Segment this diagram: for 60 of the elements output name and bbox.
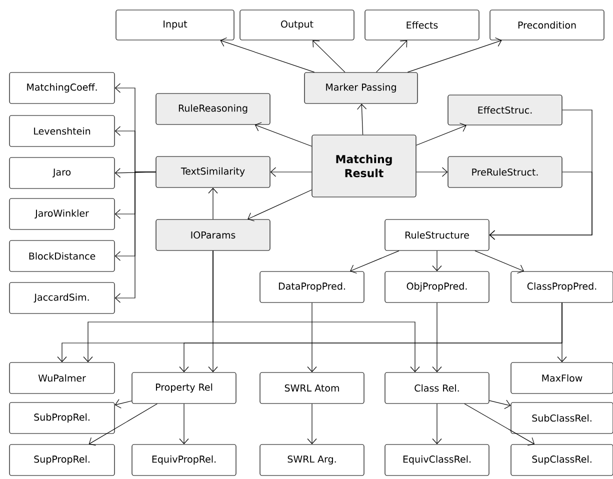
process-box: SupClassRel. xyxy=(510,444,613,476)
arrow xyxy=(307,404,317,444)
process-box: Property Rel xyxy=(132,372,236,404)
process-box: Matching Result xyxy=(312,134,416,198)
process-box: EffectStruc. xyxy=(448,94,562,126)
process-box: SWRL Arg. xyxy=(260,444,364,476)
process-box: RuleStructure xyxy=(384,219,490,251)
process-box: MatchingCoeff. xyxy=(9,72,115,104)
arrow xyxy=(208,188,218,220)
arrow xyxy=(357,104,367,135)
process-box: Levenshtein xyxy=(9,115,115,147)
process-box: PreRuleStruct. xyxy=(448,156,562,188)
arrow xyxy=(474,250,524,274)
process-box: MaxFlow xyxy=(510,362,613,394)
arrow xyxy=(312,40,346,72)
arrow xyxy=(114,399,132,408)
process-box: Jaro xyxy=(9,157,115,189)
process-box: SubPropRel. xyxy=(9,402,115,434)
arrow xyxy=(407,37,502,72)
process-box: Precondition xyxy=(490,10,604,40)
arrow xyxy=(432,250,442,272)
arrow xyxy=(179,404,189,444)
process-box: Class Rel. xyxy=(384,372,490,404)
arrow xyxy=(248,190,312,222)
arrow xyxy=(270,167,312,177)
arrow xyxy=(416,122,466,146)
arrow xyxy=(489,400,511,410)
arrow xyxy=(307,302,317,372)
process-box: JaroWinkler xyxy=(9,198,115,230)
arrow xyxy=(376,40,408,72)
process-box: DataPropPred. xyxy=(260,271,364,303)
process-box: EquivClassRel. xyxy=(384,444,490,476)
process-box: SubClassRel. xyxy=(510,402,613,434)
process-box: IOParams xyxy=(156,219,270,251)
process-box: SWRL Atom xyxy=(260,372,364,404)
process-box: Effects xyxy=(364,10,480,40)
process-box: ClassPropPred. xyxy=(510,271,613,303)
process-box: EquivPropRel. xyxy=(132,444,236,476)
process-box: BlockDistance xyxy=(9,240,115,272)
process-box: TextSimilarity xyxy=(156,156,270,188)
arrow xyxy=(220,37,315,72)
process-box: WuPalmer xyxy=(9,362,115,394)
arrow xyxy=(416,167,448,177)
arrow xyxy=(432,404,442,444)
arrow xyxy=(114,172,156,303)
arrow xyxy=(212,250,420,372)
arrow xyxy=(489,172,592,240)
process-box: SupPropRel. xyxy=(9,444,115,476)
process-box: JaccardSim. xyxy=(9,282,115,314)
process-box: Output xyxy=(240,10,354,40)
process-box: ObjPropPred. xyxy=(384,271,490,303)
arrow xyxy=(57,302,562,362)
process-box: RuleReasoning xyxy=(156,93,270,125)
process-box: Marker Passing xyxy=(304,72,418,104)
arrow xyxy=(350,250,400,274)
arrow xyxy=(464,404,535,446)
arrow xyxy=(432,302,442,372)
arrow xyxy=(254,122,312,147)
arrow xyxy=(88,404,158,446)
process-box: Input xyxy=(116,10,234,40)
